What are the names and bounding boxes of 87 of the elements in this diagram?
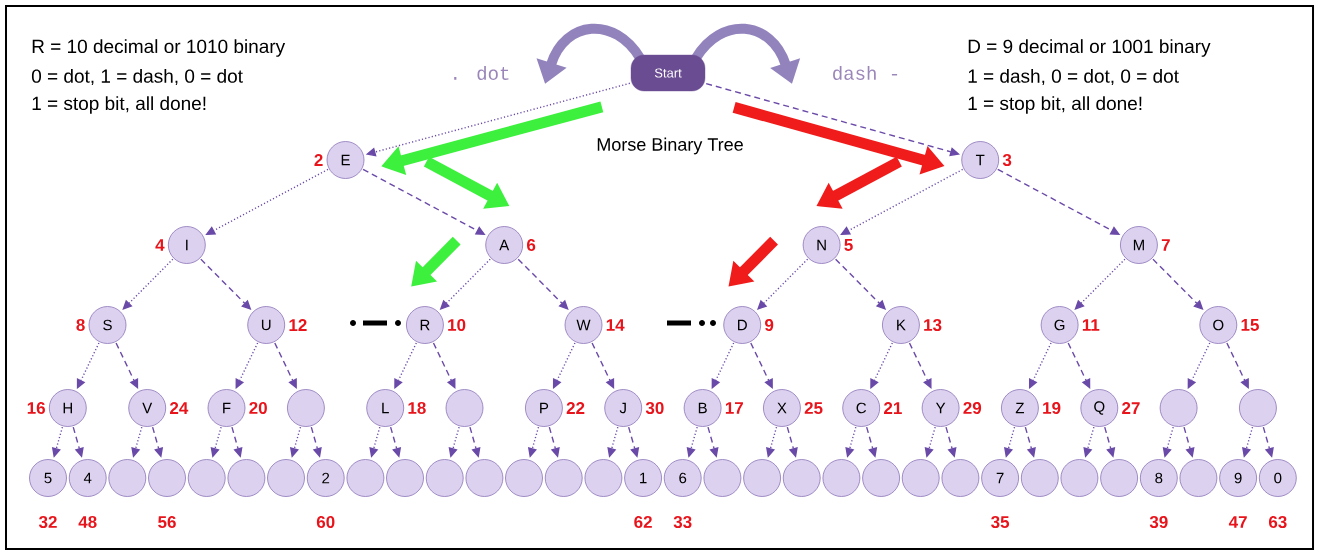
tree-node: 8: [1139, 459, 1178, 497]
tree-node: 6: [663, 459, 702, 497]
index-number: 9: [765, 319, 774, 332]
tree-node: L: [366, 389, 405, 427]
code-label: dash -: [833, 66, 898, 80]
index-number: 2: [314, 154, 323, 166]
tree-node: J: [604, 389, 643, 427]
tree-node: P: [525, 389, 563, 427]
index-number: 17: [725, 402, 743, 414]
index-number: 3: [1002, 153, 1012, 167]
note-text: D = 9 decimal or 1001 binary: [968, 39, 1211, 57]
index-number: 4: [155, 239, 165, 251]
index-number: 16: [27, 402, 45, 415]
tree-node: R: [406, 306, 444, 344]
empty-node: [1239, 389, 1277, 427]
tree-node: 9: [1219, 459, 1257, 497]
index-number: 13: [924, 318, 942, 332]
tree-node: Q: [1080, 389, 1119, 427]
index-number: 19: [1043, 402, 1061, 415]
empty-node: [1159, 389, 1198, 427]
index-number: 18: [408, 402, 426, 415]
arrow: [705, 82, 960, 157]
index-number: 33: [673, 515, 692, 529]
tree-node: U: [247, 306, 286, 344]
index-number: 15: [1241, 319, 1259, 331]
start-box: Start: [630, 54, 706, 92]
tree-node: E: [326, 141, 365, 179]
tree-node: N: [802, 226, 841, 264]
tree-node: W: [564, 306, 603, 344]
index-number: 21: [884, 402, 902, 414]
tree-node: Y: [921, 389, 960, 427]
tree-node: A: [485, 226, 524, 264]
index-number: 6: [527, 239, 536, 252]
tree-node: B: [683, 389, 722, 427]
tree-node: G: [1040, 306, 1079, 344]
tree-node: D: [723, 306, 762, 344]
index-number: 14: [606, 319, 625, 331]
tree-node: F: [207, 389, 246, 427]
tree-node: C: [842, 389, 881, 427]
index-number: 35: [991, 515, 1010, 529]
index-number: 7: [1161, 239, 1170, 251]
index-number: 22: [566, 402, 585, 414]
index-number: 32: [38, 515, 57, 529]
tree-node: I: [167, 226, 206, 264]
tree-node: T: [961, 141, 1000, 179]
index-number: 20: [249, 402, 267, 415]
note-text: R = 10 decimal or 1010 binary: [32, 39, 286, 57]
title: Morse Binary Tree: [597, 137, 743, 155]
tree-node: S: [88, 306, 127, 344]
index-number: 25: [804, 402, 823, 415]
index-number: 8: [76, 319, 85, 332]
tree-node: X: [763, 389, 801, 427]
tree-node: Z: [1001, 389, 1039, 427]
index-number: 5: [844, 239, 853, 251]
empty-node: [445, 389, 484, 427]
index-number: 27: [1122, 402, 1140, 414]
tree-node: 4: [68, 459, 107, 497]
index-number: 11: [1082, 319, 1100, 331]
tree-node: V: [128, 389, 167, 427]
note-text: 1 = stop bit, all done!: [32, 96, 206, 114]
note-text: 1 = stop bit, all done!: [968, 96, 1142, 114]
index-number: 63: [1269, 515, 1287, 529]
code-label: . dot: [454, 66, 509, 80]
tree-node: 1: [624, 459, 662, 497]
index-number: 47: [1228, 516, 1247, 528]
note-text: 1 = dash, 0 = dot, 0 = dot: [968, 68, 1179, 86]
index-number: 48: [78, 516, 97, 529]
tree-node: 7: [981, 459, 1019, 497]
index-number: 29: [963, 402, 982, 415]
index-number: 39: [1149, 515, 1168, 529]
tree-node: K: [882, 306, 920, 344]
index-number: 24: [170, 402, 189, 414]
index-number: 12: [289, 319, 307, 331]
empty-node: [287, 389, 325, 427]
tree-node: M: [1120, 226, 1158, 264]
index-number: 10: [448, 319, 466, 332]
tree-node: 5: [29, 459, 67, 497]
tree-node: 2: [306, 459, 345, 497]
tree-node: 0: [1258, 459, 1297, 497]
index-number: 60: [316, 516, 335, 529]
note-text: 0 = dot, 1 = dash, 0 = dot: [31, 68, 243, 86]
tree-node: H: [48, 389, 87, 427]
index-number: 62: [634, 516, 652, 529]
index-number: 30: [645, 401, 664, 415]
tree-node: O: [1199, 306, 1238, 344]
arrow: [840, 168, 964, 236]
index-number: 56: [158, 516, 176, 529]
